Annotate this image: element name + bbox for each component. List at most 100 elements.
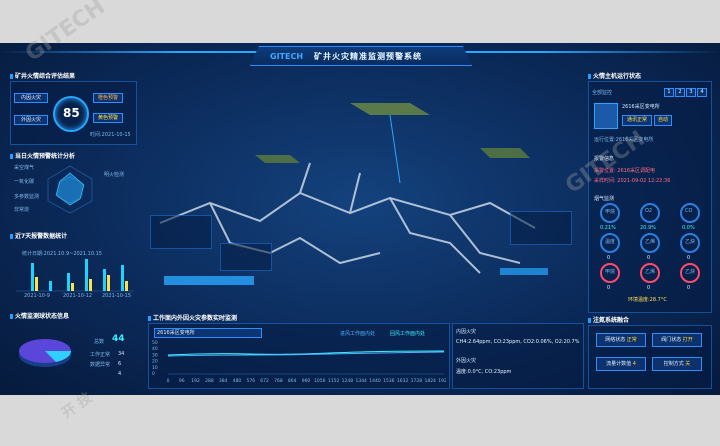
series-inlet (167, 351, 445, 357)
gauge-1 (640, 203, 660, 223)
sensor-name-8: 乙炔 (685, 269, 696, 275)
pie-slice (45, 351, 72, 362)
gauge-7 (640, 263, 660, 283)
score-value: 85 (63, 106, 80, 120)
tooltip-left (150, 215, 212, 249)
radar-area (55, 172, 85, 206)
page-2-button[interactable]: 2 (675, 88, 685, 97)
sensor-name-2: CO (685, 208, 693, 214)
legend-value-0: 34 (118, 351, 125, 357)
stat-period: 统计日期:2021.10.9~2021.10.15 (22, 251, 102, 257)
comm-status: 通讯正常 (622, 115, 652, 126)
legend-inlet: 进风工作面内处 (340, 331, 376, 337)
sensor-name-1: O2 (645, 208, 653, 214)
legend-label-1: 数据异常 (90, 362, 111, 368)
total-label: 总数 (94, 339, 105, 345)
sensor-name-6: 甲烷 (605, 269, 616, 275)
x-tick-label: 768 (274, 378, 283, 384)
x-tick-label: 384 (219, 378, 228, 384)
daily-alarm-title: 当日火情预警统计分析 (10, 151, 75, 160)
gauge-4 (640, 233, 660, 253)
tunnel-southeast (389, 197, 481, 274)
sensor-name-7: 乙烯 (645, 269, 656, 275)
page-3-button[interactable]: 3 (686, 88, 696, 97)
inner-fire-title: 内因火灾 (456, 329, 477, 335)
x-tick-label: 576 (247, 378, 256, 384)
alarm-line-1: 采警位置: 2616采区调配电 (594, 168, 655, 174)
outer-fire-tag[interactable]: 外因火灾 (14, 115, 48, 125)
radar-label-right: 明火检测 (104, 172, 125, 178)
control-3[interactable]: 控制方式 关 (652, 357, 702, 371)
brand-logo: GITECH (270, 52, 304, 61)
ball-status-title: 火情监测球状态信息 (10, 311, 69, 320)
control-label-1: 阀门状态 (661, 337, 682, 343)
all-monitor-label[interactable]: 全部监控 (592, 90, 613, 96)
radar-grid-outer (47, 165, 93, 214)
bar-3b (71, 283, 74, 291)
inner-fire-tag[interactable]: 内因火灾 (14, 93, 48, 103)
x-tick-label: 1728 (411, 378, 423, 384)
control-value-1: 打开 (682, 337, 693, 343)
bar-5a (103, 269, 106, 291)
bar-date-0: 2021-10-9 (24, 293, 50, 299)
x-tick-label: 192 (191, 378, 200, 384)
sensor-value-1: 20.9% (640, 225, 656, 231)
radar-label-3: 非常烧 (14, 207, 30, 213)
x-tick-label: 1344 (355, 378, 367, 384)
x-tick-label: 864 (288, 378, 297, 384)
radar-label-0: 采空煤气 (14, 165, 35, 171)
legend-label-0: 工作正常 (90, 352, 111, 358)
location-select[interactable]: 2616采区变电所 (154, 328, 262, 338)
sensor-value-4: 0 (647, 255, 651, 261)
sensor-title: 烟气监测 (594, 196, 615, 202)
cyan-tunnel-left (164, 276, 254, 285)
sensor-value-8: 0 (687, 285, 691, 291)
x-tick-label: 0 (167, 378, 170, 384)
x-tick-label: 1440 (369, 378, 381, 384)
x-tick-label: 1248 (342, 378, 354, 384)
sensor-value-7: 0 (647, 285, 651, 291)
control-value-0: 正常 (626, 337, 637, 343)
surface-block-center (350, 103, 430, 115)
control-2[interactable]: 流量计数值 4 (596, 357, 646, 371)
sensor-value-3: 0 (607, 255, 611, 261)
gauge-5 (680, 233, 700, 253)
dashboard-screen: GITECH 矿井火灾精准监测预警系统 矿井火情综合评估结果 内因火灾 外因火灾… (0, 43, 720, 395)
page-4-button[interactable]: 4 (697, 88, 707, 97)
gauge-6 (600, 263, 620, 283)
sensor-value-5: 0 (687, 255, 691, 261)
control-value-2: 4 (632, 361, 636, 367)
x-tick-label: 288 (205, 378, 214, 384)
bar-6a (121, 265, 124, 291)
radar-label-2: 多参数监测 (14, 194, 40, 200)
gauge-8 (680, 263, 700, 283)
sensor-name-3: 温度 (605, 239, 616, 245)
bar-4a (85, 259, 88, 291)
run-position: 运行位置:2616采区变电所 (594, 137, 654, 143)
shaft-line (389, 114, 401, 184)
bar-2a (49, 281, 52, 291)
outer-fire-values: 温度:0.0°C, CO:23ppm (456, 369, 512, 375)
bar-3a (67, 273, 70, 291)
x-tick-label: 1056 (314, 378, 326, 384)
host-status-title: 火情主机运行状态 (588, 71, 641, 80)
mine-tunnel-map[interactable] (150, 103, 550, 303)
bar-1a (31, 263, 34, 291)
control-0[interactable]: 网络状态 正常 (596, 333, 646, 347)
seven-day-bars (16, 259, 134, 292)
bar-date-1: 2021-10-12 (63, 293, 93, 299)
env-temperature: 环境温度:28.7°C (628, 297, 667, 303)
control-1[interactable]: 阀门状态 打开 (652, 333, 702, 347)
sensor-name-5: 乙炔 (685, 239, 696, 245)
tooltip-right (510, 211, 572, 245)
x-tick-label: 1632 (397, 378, 409, 384)
sensor-value-2: 0.0% (682, 225, 695, 231)
y-tick-label: 20 (152, 359, 158, 365)
orange-alert-badge: 橙色预警 (93, 93, 123, 103)
yellow-alert-badge: 黄色预警 (93, 113, 123, 123)
page-1-button[interactable]: 1 (664, 88, 674, 97)
page-title: 矿井火灾精准监测预警系统 (314, 52, 422, 61)
y-tick-label: 30 (152, 352, 158, 358)
